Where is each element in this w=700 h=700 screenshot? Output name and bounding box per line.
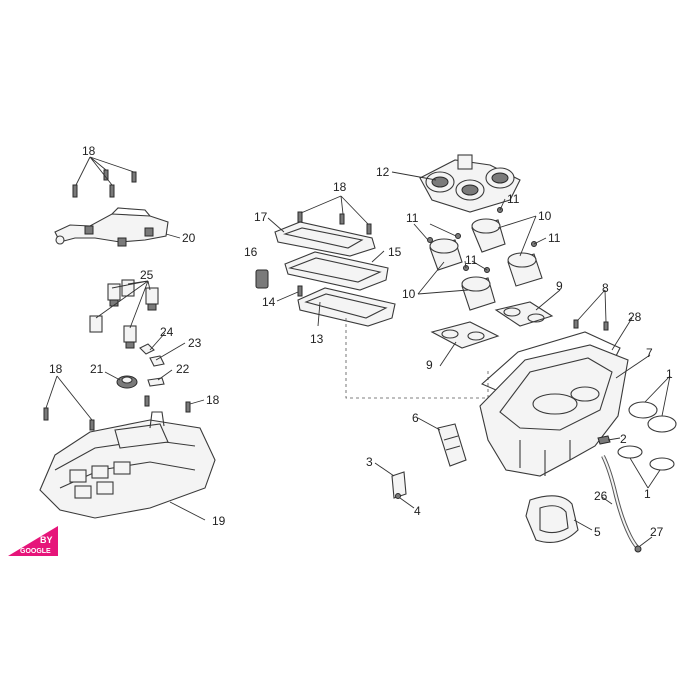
callout-11d: 11	[548, 231, 561, 245]
logo-line-2: GOOGLE	[20, 548, 51, 555]
callout-21: 21	[90, 362, 104, 376]
clamp-part-27	[634, 545, 642, 553]
bracket-part-3	[391, 471, 407, 499]
intake-boot-part-6	[437, 423, 467, 467]
logo-line-1: BY	[40, 535, 53, 545]
callout-26: 26	[594, 489, 608, 503]
callout-27: 27	[650, 525, 664, 539]
callout-12: 12	[376, 165, 390, 179]
callout-3: 3	[366, 455, 373, 469]
callout-13: 13	[310, 332, 324, 346]
callout-16: 16	[244, 245, 258, 259]
filter-frame-part-13	[297, 287, 396, 327]
throttle-body-part-12	[419, 154, 521, 213]
callout-11b: 11	[507, 192, 520, 206]
callout-10b: 10	[402, 287, 416, 301]
callout-5: 5	[594, 525, 601, 539]
callout-28: 28	[628, 310, 642, 324]
callout-19: 19	[212, 514, 226, 528]
breather-hose-part-26-inner	[602, 455, 639, 549]
airbox-lower-part-7	[479, 344, 629, 477]
screw-part-14	[297, 285, 303, 297]
screw-part-4	[395, 493, 401, 499]
callout-15: 15	[388, 245, 402, 259]
filter-frame-part-17	[274, 211, 376, 257]
callout-22: 22	[176, 362, 190, 376]
callout-4: 4	[414, 504, 421, 518]
callout-10a: 10	[538, 209, 552, 223]
o-rings-part-1	[617, 401, 677, 471]
fuel-rail-part-20	[54, 207, 169, 247]
callout-9a: 9	[556, 279, 563, 293]
brand-logo: BY GOOGLE	[8, 526, 58, 556]
callout-20: 20	[182, 231, 196, 245]
callout-11c: 11	[465, 253, 478, 267]
callout-labels: 18 20 25 24 23 22 21 18 18 19 18 17 16 1…	[49, 144, 673, 539]
leader-lines	[45, 156, 671, 547]
gaskets-part-9	[430, 301, 554, 349]
callout-11a: 11	[406, 211, 419, 225]
airbox-cover-part-19	[39, 411, 216, 519]
air-filter-part-15	[284, 251, 389, 291]
callout-14: 14	[262, 295, 276, 309]
reference-line-13-airbox	[345, 318, 489, 399]
callout-18b: 18	[49, 362, 63, 376]
callout-6: 6	[412, 411, 419, 425]
callout-23: 23	[188, 336, 202, 350]
logo-shape	[8, 526, 58, 556]
callout-18d: 18	[333, 180, 347, 194]
screws-part-11	[427, 207, 537, 273]
injectors-part-25	[89, 279, 159, 349]
callout-2: 2	[620, 432, 627, 446]
sensor-part-16	[255, 269, 269, 289]
screws-part-8	[573, 319, 609, 331]
callout-9b: 9	[426, 358, 433, 372]
callout-8: 8	[602, 281, 609, 295]
fittings-parts-22-24	[139, 343, 165, 387]
screws-part-18-mid	[43, 395, 191, 431]
intake-duct-part-5	[525, 495, 579, 543]
callout-1a: 1	[666, 367, 673, 381]
callout-1b: 1	[644, 487, 651, 501]
clip-part-2	[597, 435, 611, 445]
callout-7: 7	[646, 346, 653, 360]
grommet-part-21	[116, 375, 138, 389]
screws-part-18-top	[72, 169, 137, 198]
intake-funnels-part-10	[429, 218, 543, 311]
callout-17: 17	[254, 210, 268, 224]
callout-18a: 18	[82, 144, 96, 158]
callout-24: 24	[160, 325, 174, 339]
callout-25: 25	[140, 268, 154, 282]
callout-18c: 18	[206, 393, 220, 407]
